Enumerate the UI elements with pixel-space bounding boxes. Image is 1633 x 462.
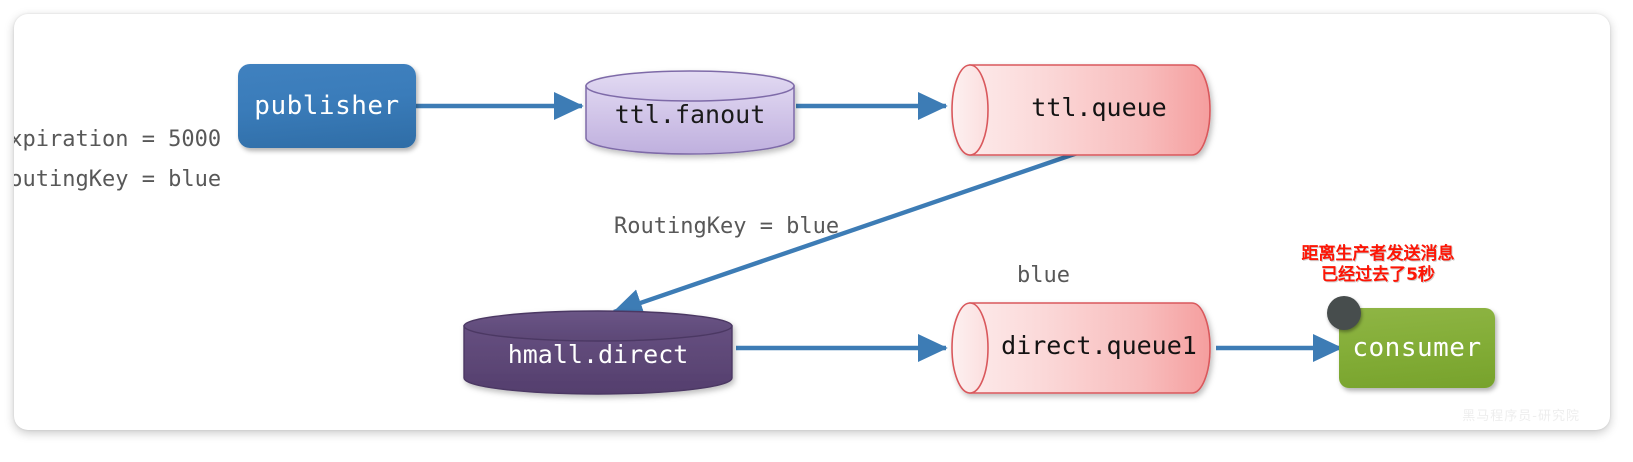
annotation-elapsed-time: 距离生产者发送消息 已经过去了5秒 xyxy=(1301,244,1455,285)
direct-queue1-body xyxy=(951,302,1211,394)
edge-layer xyxy=(14,14,1610,430)
diagram-card: publisher ttl.fanout xyxy=(14,14,1610,430)
watermark: 黑马程序员-研究院 xyxy=(1462,409,1580,424)
consumer-status-dot-icon xyxy=(1327,296,1361,330)
node-publisher-label: publisher xyxy=(254,91,400,121)
ttl-queue-body xyxy=(951,64,1211,156)
label-dead-letter-routing-key: RoutingKey = blue xyxy=(614,214,840,239)
edge-ttl-queue-to-hmall-direct xyxy=(612,145,1093,317)
ttl-fanout-body xyxy=(585,70,795,155)
diagram-canvas: publisher ttl.fanout xyxy=(14,14,1610,430)
node-consumer-label: consumer xyxy=(1352,333,1482,363)
node-direct-queue1[interactable]: direct.queue1 xyxy=(944,298,1216,398)
label-publisher-expiration: expiration = 5000 xyxy=(14,127,222,152)
node-ttl-fanout[interactable]: ttl.fanout xyxy=(584,70,796,155)
node-ttl-queue[interactable]: ttl.queue xyxy=(944,60,1216,160)
hmall-direct-body xyxy=(463,310,733,395)
node-hmall-direct[interactable]: hmall.direct xyxy=(462,310,734,396)
node-consumer[interactable]: consumer xyxy=(1327,296,1495,388)
label-binding-key-blue: blue xyxy=(1017,263,1070,288)
label-publisher-routing-key: RoutingKey = blue xyxy=(14,167,222,192)
node-publisher[interactable]: publisher xyxy=(238,64,416,148)
